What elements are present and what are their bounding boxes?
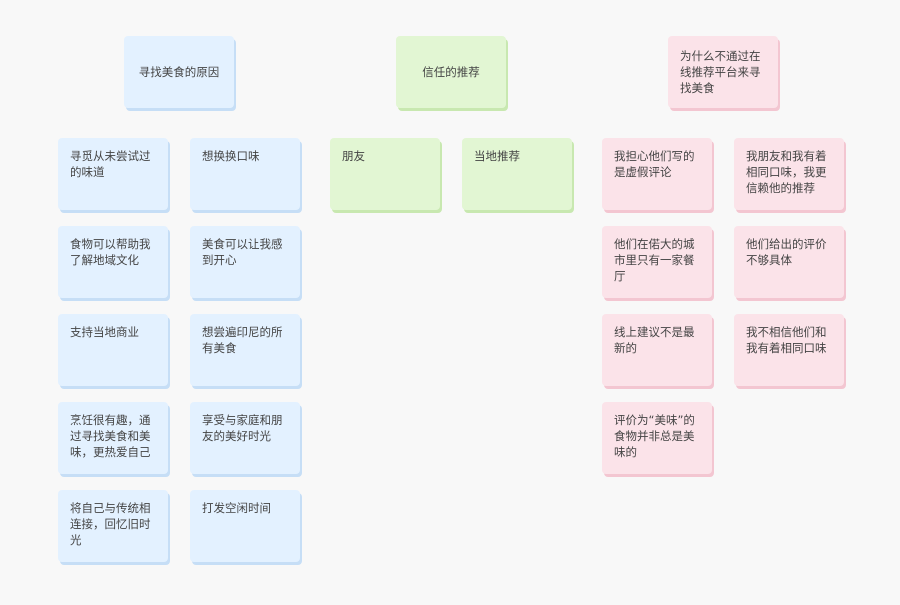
reason-note[interactable]: 食物可以帮助我了解地域文化 [58, 226, 168, 298]
reason-note[interactable]: 支持当地商业 [58, 314, 168, 386]
reason-note[interactable]: 打发空闲时间 [190, 490, 300, 562]
reason-note[interactable]: 将自己与传统相连接，回忆旧时光 [58, 490, 168, 562]
trusted-header[interactable]: 信任的推荐 [396, 36, 506, 108]
reasons-header[interactable]: 寻找美食的原因 [124, 36, 234, 108]
reason-note[interactable]: 美食可以让我感到开心 [190, 226, 300, 298]
why-not-note[interactable]: 我担心他们写的是虚假评论 [602, 138, 712, 210]
reason-note[interactable]: 享受与家庭和朋友的美好时光 [190, 402, 300, 474]
why-not-header[interactable]: 为什么不通过在线推荐平台来寻找美食 [668, 36, 778, 108]
reason-note[interactable]: 烹饪很有趣，通过寻找美食和美味，更热爱自己 [58, 402, 168, 474]
reason-note[interactable]: 寻觅从未尝试过的味道 [58, 138, 168, 210]
why-not-note[interactable]: 线上建议不是最新的 [602, 314, 712, 386]
why-not-note[interactable]: 我不相信他们和我有着相同口味 [734, 314, 844, 386]
reason-note[interactable]: 想尝遍印尼的所有美食 [190, 314, 300, 386]
why-not-note[interactable]: 他们给出的评价不够具体 [734, 226, 844, 298]
why-not-note[interactable]: 评价为“美味”的食物并非总是美味的 [602, 402, 712, 474]
why-not-note[interactable]: 他们在偌大的城市里只有一家餐厅 [602, 226, 712, 298]
reason-note[interactable]: 想换换口味 [190, 138, 300, 210]
trusted-note[interactable]: 朋友 [330, 138, 440, 210]
why-not-note[interactable]: 我朋友和我有着相同口味，我更信赖他的推荐 [734, 138, 844, 210]
trusted-note[interactable]: 当地推荐 [462, 138, 572, 210]
